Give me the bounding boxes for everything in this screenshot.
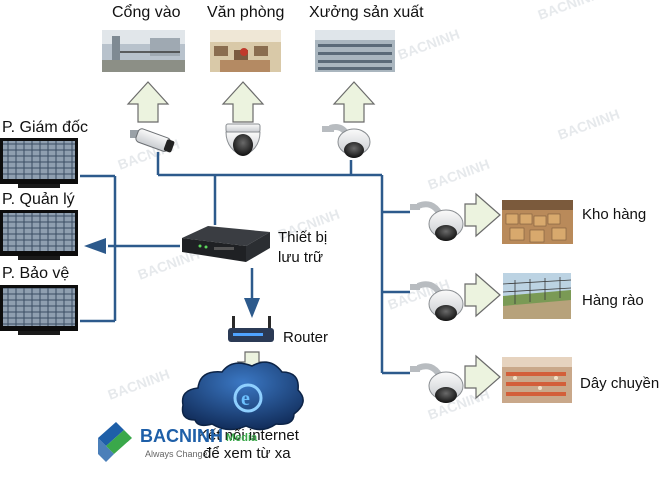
location-label-warehouse: Kho hàng xyxy=(582,206,647,223)
svg-text:BACNINH: BACNINH xyxy=(396,26,462,63)
monitor-room-director-label: P. Giám đốc xyxy=(2,119,88,136)
production-line-photo xyxy=(502,357,572,403)
arrow-to-monitors-icon xyxy=(84,238,106,254)
factory-floor-photo xyxy=(315,30,395,72)
ptz-camera-icon xyxy=(410,201,464,241)
internet-label-line1: Kết nối internet xyxy=(198,427,299,444)
bullet-camera-icon xyxy=(130,128,175,153)
dvr-storage-icon xyxy=(182,226,270,262)
location-label-fence: Hàng rào xyxy=(582,292,644,309)
storage-label-line2: lưu trữ xyxy=(278,249,324,266)
monitor-room-security-label: P. Bảo vệ xyxy=(2,265,70,282)
svg-text:BACNINH: BACNINH xyxy=(106,366,172,403)
internet-cloud-icon: e xyxy=(181,361,304,431)
dome-camera-icon xyxy=(225,123,261,156)
internet-label-line2: để xem từ xa xyxy=(203,445,291,462)
warehouse-photo xyxy=(502,200,573,244)
entrance-gate-photo xyxy=(102,30,185,72)
logo-brand-text: BACNINH xyxy=(140,426,223,446)
monitor-icon xyxy=(0,138,78,188)
svg-text:e: e xyxy=(241,388,250,410)
fence-photo xyxy=(502,273,572,319)
storage-label-line1: Thiết bị xyxy=(278,229,328,246)
connection-lines xyxy=(80,152,410,375)
svg-text:BACNINH: BACNINH xyxy=(556,106,622,143)
office-photo xyxy=(210,30,281,72)
ptz-camera-icon xyxy=(322,124,371,158)
logo-sub-text: Media xyxy=(226,432,258,444)
monitor-icon xyxy=(0,210,78,260)
bacninh-logo-mark xyxy=(98,422,132,462)
monitor-icon xyxy=(0,285,78,335)
arrow-to-router-icon xyxy=(244,298,260,318)
router-label: Router xyxy=(283,329,329,346)
up-arrows xyxy=(126,81,376,123)
location-label-office: Văn phòng xyxy=(207,4,285,21)
right-arrows xyxy=(464,192,501,400)
ptz-camera-icon xyxy=(410,363,464,403)
location-label-factory: Xưởng sản xuất xyxy=(309,4,424,21)
location-label-entrance: Cổng vào xyxy=(112,4,181,21)
logo-tagline-text: Always Change xyxy=(145,449,208,459)
svg-text:BACNINH: BACNINH xyxy=(426,156,492,193)
svg-text:BACNINH: BACNINH xyxy=(536,0,602,23)
ptz-camera-icon xyxy=(410,281,464,321)
router-icon xyxy=(228,316,274,342)
monitor-room-manager-label: P. Quản lý xyxy=(2,191,75,208)
location-label-production-line: Dây chuyền xyxy=(580,375,660,392)
